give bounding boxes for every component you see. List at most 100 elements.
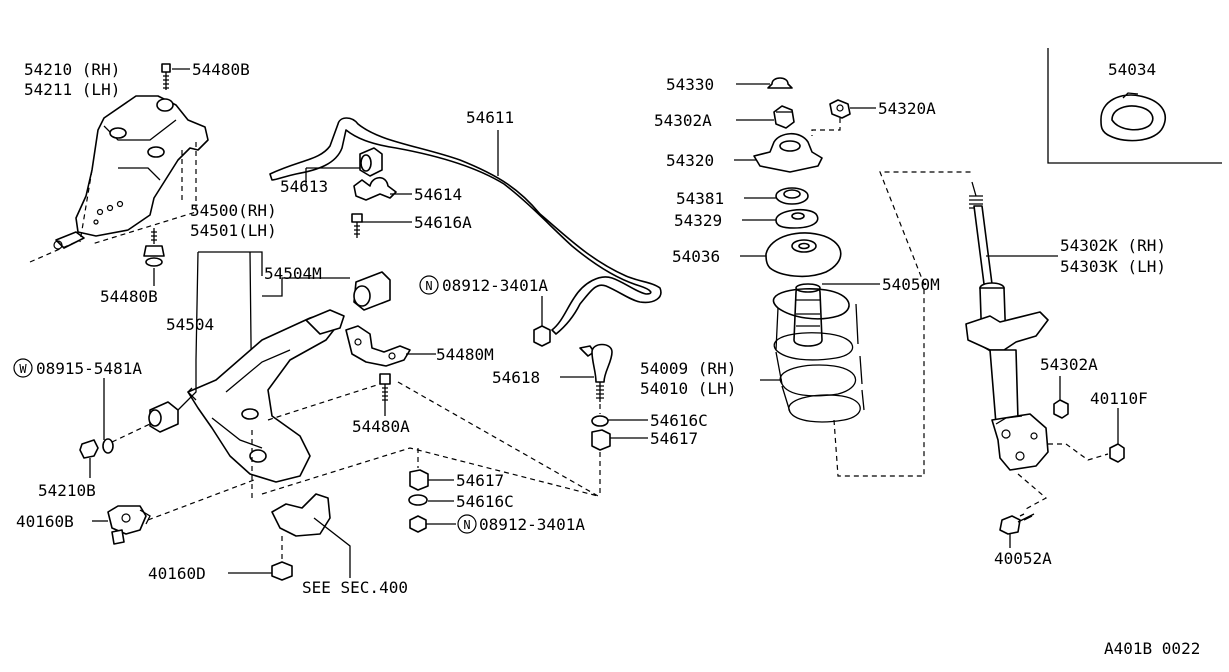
n-symbol-circle-2: [457, 514, 477, 534]
label-54320: 54320: [666, 151, 714, 170]
leader-see-sec: [313, 517, 351, 578]
strut-54302K-part: [965, 181, 1049, 471]
balljoint-dash: [147, 479, 255, 521]
label-54618: 54618: [492, 368, 540, 387]
label-54302K: 54302K (RH): [1060, 236, 1166, 255]
cap-54330-part: [767, 77, 793, 89]
nut-54302A-top-part: [773, 105, 795, 129]
label-08915: 08915-5481A: [36, 359, 142, 378]
label-54613: 54613: [280, 177, 328, 196]
label-54211: 54211 (LH): [24, 80, 120, 99]
seat-54036-part: [765, 232, 842, 278]
bolt-54480A-part: [379, 373, 391, 404]
label-54034: 54034: [1108, 60, 1156, 79]
spring-dash: [833, 171, 972, 477]
label-54617-b: 54617: [456, 471, 504, 490]
n-symbol-circle-1: [419, 275, 439, 295]
label-54320A: 54320A: [878, 99, 936, 118]
label-54616A: 54616A: [414, 213, 472, 232]
label-08912-a: 08912-3401A: [442, 276, 548, 295]
label-54330: 54330: [666, 75, 714, 94]
link-bracket-lines: [195, 251, 350, 433]
spring-54009-part: [772, 288, 865, 423]
bearing-54381-part: [775, 187, 809, 205]
link-dash-2: [261, 447, 599, 497]
w-symbol: W: [19, 362, 27, 376]
strut-dash-2: [1017, 473, 1048, 511]
nut-40160D-part: [271, 561, 293, 581]
label-40160D: 40160D: [148, 564, 206, 583]
bushing-54617-b-part: [409, 469, 429, 491]
label-54504: 54504: [166, 315, 214, 334]
label-40110F: 40110F: [1090, 389, 1148, 408]
leader-54613: [305, 167, 360, 186]
leader-54504: [177, 360, 197, 411]
label-54010: 54010 (LH): [640, 379, 736, 398]
knuckle-ref-part: [271, 493, 331, 537]
nut-54320A-part: [829, 99, 851, 119]
link-dash-1: [267, 383, 381, 421]
label-54302A-top: 54302A: [654, 111, 712, 130]
label-54302A-mid: 54302A: [1040, 355, 1098, 374]
w-symbol-circle: [13, 358, 33, 378]
label-54050M: 54050M: [882, 275, 940, 294]
link-54500-part: [187, 309, 345, 483]
label-54329: 54329: [674, 211, 722, 230]
member-54210-part: [53, 95, 209, 250]
member-dash-1: [79, 169, 93, 243]
label-54504M: 54504M: [264, 264, 322, 283]
label-54617-a: 54617: [650, 429, 698, 448]
washer-54616C-a-part: [591, 415, 609, 427]
label-54009: 54009 (RH): [640, 359, 736, 378]
rod-54618-part: [579, 343, 613, 402]
n-symbol-1: N: [425, 279, 432, 293]
label-40052A: 40052A: [994, 549, 1052, 568]
link-dash-3: [397, 381, 599, 497]
bracket-54480M-part: [345, 325, 411, 367]
bushing-54504-part: [148, 401, 179, 433]
bushing-54617-a-part: [591, 429, 611, 451]
mount-54320-part: [753, 132, 823, 173]
clamp-54614-part: [353, 176, 397, 201]
label-54210: 54210 (RH): [24, 60, 120, 79]
label-08912-b: 08912-3401A: [479, 515, 585, 534]
label-40160B: 40160B: [16, 512, 74, 531]
nut-08912-a-part: [533, 325, 551, 347]
label-54500: 54500(RH): [190, 201, 277, 220]
nut-40110F-part: [1109, 443, 1125, 463]
washer-dash: [111, 423, 151, 443]
mount-dash: [811, 118, 841, 136]
label-54480B-top: 54480B: [192, 60, 250, 79]
bolt-54480B-bottom-part: [143, 228, 165, 267]
bolt-40052A-part: [999, 513, 1035, 535]
label-54303K: 54303K (LH): [1060, 257, 1166, 276]
balljoint-40160B-part: [107, 505, 151, 545]
label-54036: 54036: [672, 247, 720, 266]
bolt-54480B-top-part: [161, 63, 171, 90]
label-see-sec-400: SEE SEC.400: [302, 578, 408, 597]
insulator-54034-part: [1100, 92, 1166, 142]
seat-54329-part: [775, 208, 819, 229]
bumper-54050M-part: [793, 283, 823, 347]
label-54614: 54614: [414, 185, 462, 204]
bushing-54613-part: [359, 147, 383, 177]
bushing-54504M-part: [353, 271, 391, 311]
nut-54302A-mid-part: [1053, 399, 1069, 419]
label-54501: 54501(LH): [190, 221, 277, 240]
n-symbol-2: N: [463, 518, 470, 532]
stabilizer-54611-part: [269, 117, 662, 335]
label-54210B: 54210B: [38, 481, 96, 500]
inset-frame: [1047, 48, 1222, 164]
label-54480A: 54480A: [352, 417, 410, 436]
washer-08915-part: [79, 438, 114, 459]
label-54611: 54611: [466, 108, 514, 127]
washer-54616C-b-part: [408, 494, 428, 506]
label-54480B-bottom: 54480B: [100, 287, 158, 306]
diagram-code: A401B 0022: [1104, 639, 1200, 658]
label-54616C-a: 54616C: [650, 411, 708, 430]
bolt-54616A-part: [351, 213, 363, 238]
label-54381: 54381: [676, 189, 724, 208]
label-54480M: 54480M: [436, 345, 494, 364]
